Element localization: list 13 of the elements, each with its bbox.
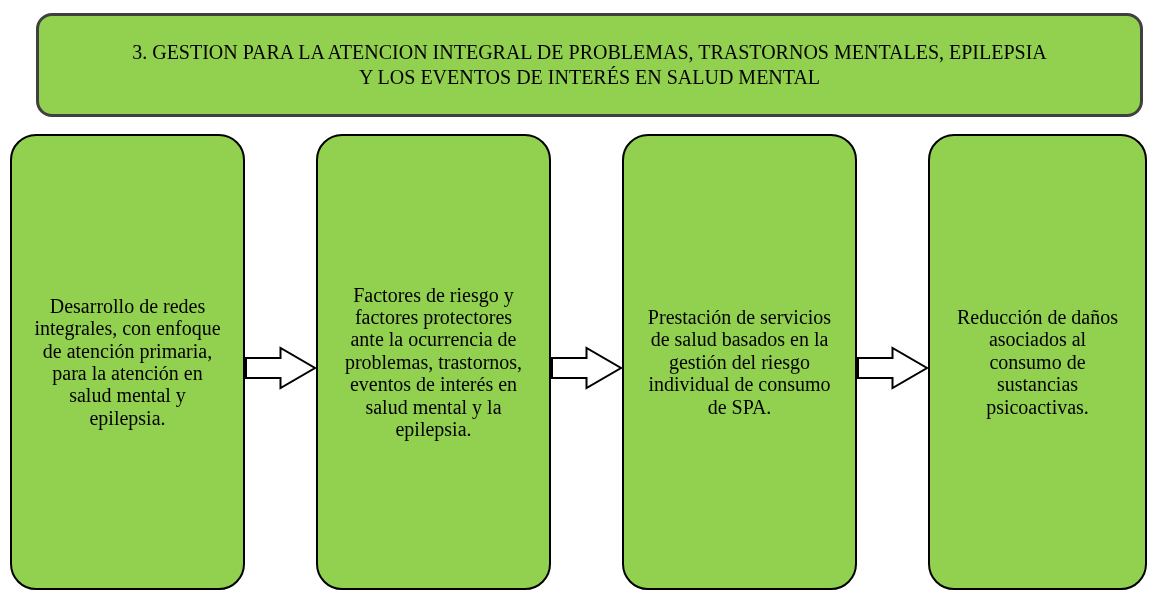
title-box [36, 13, 1143, 117]
box-text: Prestación de servicios de salud basados en la gestión del riesgo individual de consumo de SPA. [646, 306, 833, 418]
box-text: Desarrollo de redes integrales, con enfoque de atención primaria, para la atención en salud mental y epilepsia. [34, 294, 221, 430]
block-arrow [857, 346, 929, 390]
box-text: Reducción de daños asociados al consumo de sustancias psicoactivas. [955, 306, 1120, 418]
block-arrow [551, 346, 623, 390]
process-box [928, 134, 1147, 590]
block-arrow [245, 346, 317, 390]
box-text: Factores de riesgo y factores protectores ante la ocurrencia de problemas, trastornos, eventos de interés en salud mental y la epilepsia. [343, 283, 524, 441]
process-box [10, 134, 245, 590]
heading-text: 3. GESTION PARA LA ATENCION INTEGRAL DE PROBLEMAS, TRASTORNOS MENTALES, EPILEPSIA Y LOS EVENTOS DE INTERÉS EN SALUD MENTAL [131, 40, 1048, 90]
process-box [622, 134, 857, 590]
process-box [316, 134, 551, 590]
